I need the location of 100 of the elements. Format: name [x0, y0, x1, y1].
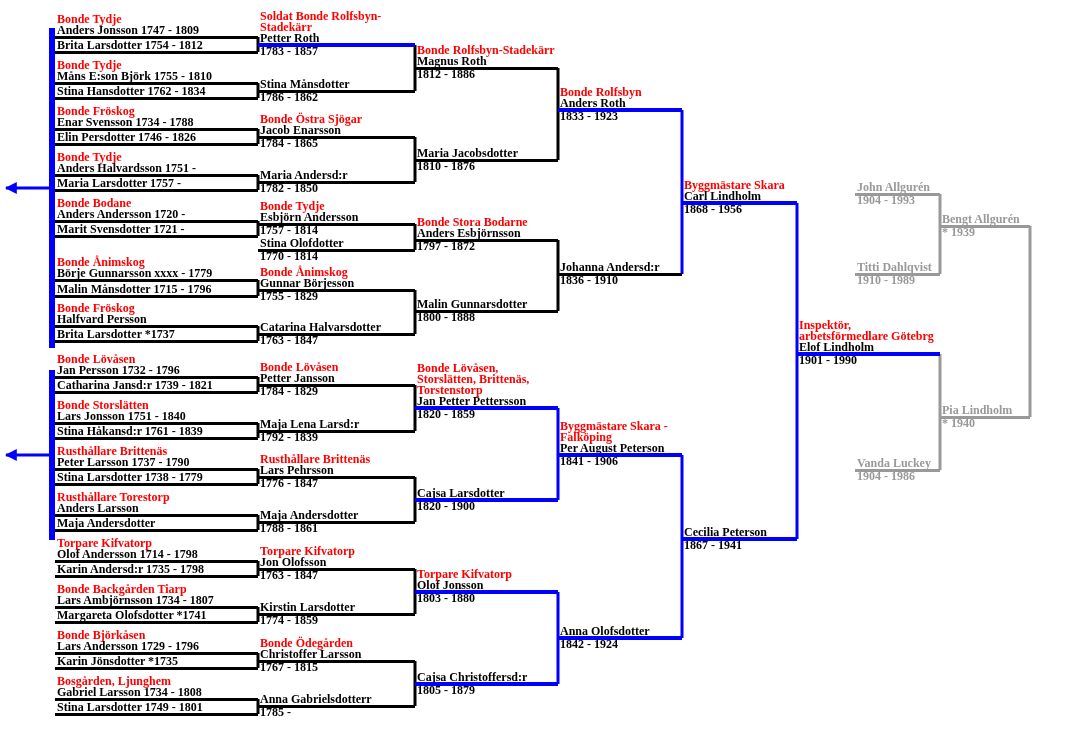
person-entry: [57, 354, 258, 376]
person-name: Maria Jacobsdotter: [417, 148, 519, 159]
life-dates: 1776 - 1847: [260, 478, 319, 489]
occupation-label: Soldat Bonde Rolfsbyn-Stadekärr: [260, 11, 383, 33]
bracket-line: [413, 477, 417, 500]
bracket-line: [413, 592, 417, 614]
occupation-label: Bonde Tydje: [260, 201, 325, 212]
occupation-label: Bonde Lövåsen: [260, 362, 340, 373]
person-entry: [57, 224, 258, 235]
bracket-line: [556, 408, 560, 455]
person-name: Olof Andersson 1714 - 1798: [57, 549, 199, 560]
person-name: Pia Lindholm: [942, 405, 1014, 416]
bracket-line: [413, 385, 417, 408]
person-entry: [560, 87, 682, 122]
bracket-line: [680, 539, 684, 638]
occupation-label: Bonde Lövåsen, Storslätten, Brittenäs, Torstenstorp: [417, 363, 531, 396]
bracket-line: [413, 68, 417, 91]
person-entry: [799, 320, 940, 366]
person-entry: [942, 405, 1030, 429]
person-name: Anders Larsson: [57, 503, 139, 514]
occupation-label: Bonde Ånimskog: [260, 267, 348, 278]
life-dates: 1904 - 1993: [857, 195, 916, 206]
person-entry: [57, 329, 258, 340]
person-entry: [57, 132, 258, 143]
person-entry: [260, 419, 415, 443]
person-entry: [857, 182, 940, 206]
life-dates: 1812 - 1886: [417, 69, 476, 80]
person-entry: [57, 380, 258, 391]
occupation-label: Bonde Rolfsbyn-Stadekärr: [417, 45, 556, 56]
occupation-label: Bonde Tydje: [57, 152, 122, 163]
person-entry: [57, 676, 258, 698]
person-entry: [57, 630, 258, 652]
life-dates: 1868 - 1956: [684, 204, 743, 215]
person-entry: [560, 626, 682, 650]
person-name: Anders Esbjörnsson: [417, 228, 522, 239]
life-dates: * 1939: [942, 227, 976, 238]
bracket-line: [413, 661, 417, 684]
bracket-line: [938, 226, 942, 274]
person-entry: [417, 672, 558, 696]
life-dates: 1833 - 1923: [560, 111, 619, 122]
person-name: Maria Larsdotter 1757 -: [57, 178, 183, 189]
person-name: Lars Pehrsson: [260, 465, 335, 476]
life-dates: 1785 -: [260, 707, 292, 718]
person-entry: [260, 454, 415, 489]
person-name: Karin Andersd:r 1735 - 1798: [57, 564, 206, 575]
person-name: Titti Dahlqvist: [857, 262, 933, 273]
life-dates: 1755 - 1829: [260, 291, 319, 302]
bracket-line: [556, 110, 560, 160]
bracket-line: [556, 638, 560, 684]
life-dates: 1770 - 1814: [260, 251, 319, 262]
bracket-line: [556, 240, 560, 274]
person-name: Marit Svensdotter 1721 -: [57, 224, 186, 235]
life-dates: 1786 - 1862: [260, 92, 319, 103]
person-name: Jan Persson 1732 - 1796: [57, 365, 181, 376]
person-name: Elof Lindholm: [799, 342, 876, 353]
life-dates: 1774 - 1859: [260, 615, 319, 626]
occupation-label: Bonde Björkåsen: [57, 630, 147, 641]
person-name: Johanna Andersd:r: [560, 262, 661, 273]
person-entry: [260, 238, 415, 262]
person-name: Gunnar Börjesson: [260, 278, 356, 289]
person-name: Maja Andersdotter: [260, 510, 360, 521]
bracket-line: [413, 408, 417, 431]
person-name: Lars Ambjörnsson 1734 - 1807: [57, 595, 215, 606]
bracket-line: [413, 224, 417, 240]
bracket-line: [413, 160, 417, 182]
person-entry: [260, 267, 415, 302]
life-dates: 1782 - 1850: [260, 183, 319, 194]
bracket-line: [413, 684, 417, 706]
life-dates: 1867 - 1941: [684, 540, 743, 551]
occupation-label: Bonde Lövåsen: [57, 354, 137, 365]
person-name: Olof Jonsson: [417, 580, 484, 591]
person-entry: [560, 262, 682, 286]
person-entry: [260, 362, 415, 397]
bracket-line: [413, 45, 417, 68]
occupation-label: Bonde Ånimskog: [57, 257, 145, 268]
occupation-label: Bonde Backgården Tiarp: [57, 584, 188, 595]
life-dates: 1836 - 1910: [560, 275, 619, 286]
person-entry: [260, 170, 415, 194]
occupation-label: Torpare Kifvatorp: [417, 569, 513, 580]
person-name: Anders Jonsson 1747 - 1809: [57, 25, 201, 36]
person-entry: [260, 11, 415, 57]
person-entry: [260, 546, 415, 581]
life-dates: 1841 - 1906: [560, 456, 619, 467]
life-dates: 1783 - 1857: [260, 46, 319, 57]
person-entry: [417, 569, 558, 604]
occupation-label: Rusthållare Brittenäs: [57, 446, 169, 457]
life-dates: 1784 - 1829: [260, 386, 319, 397]
person-entry: [57, 106, 258, 128]
person-name: Carl Lindholm: [684, 191, 762, 202]
occupation-label: Bonde Fröskog: [57, 303, 136, 314]
person-name: Anders Andersson 1720 -: [57, 209, 187, 220]
person-entry: [417, 148, 558, 172]
person-entry: [57, 60, 258, 82]
person-entry: [57, 257, 258, 279]
person-name: Börje Gunnarsson xxxx - 1779: [57, 268, 214, 279]
bracket-line: [413, 137, 417, 160]
bracket-line: [413, 311, 417, 334]
person-entry: [417, 299, 558, 323]
person-name: Brita Larsdotter 1754 - 1812: [57, 40, 204, 51]
life-dates: 1757 - 1814: [260, 225, 319, 236]
